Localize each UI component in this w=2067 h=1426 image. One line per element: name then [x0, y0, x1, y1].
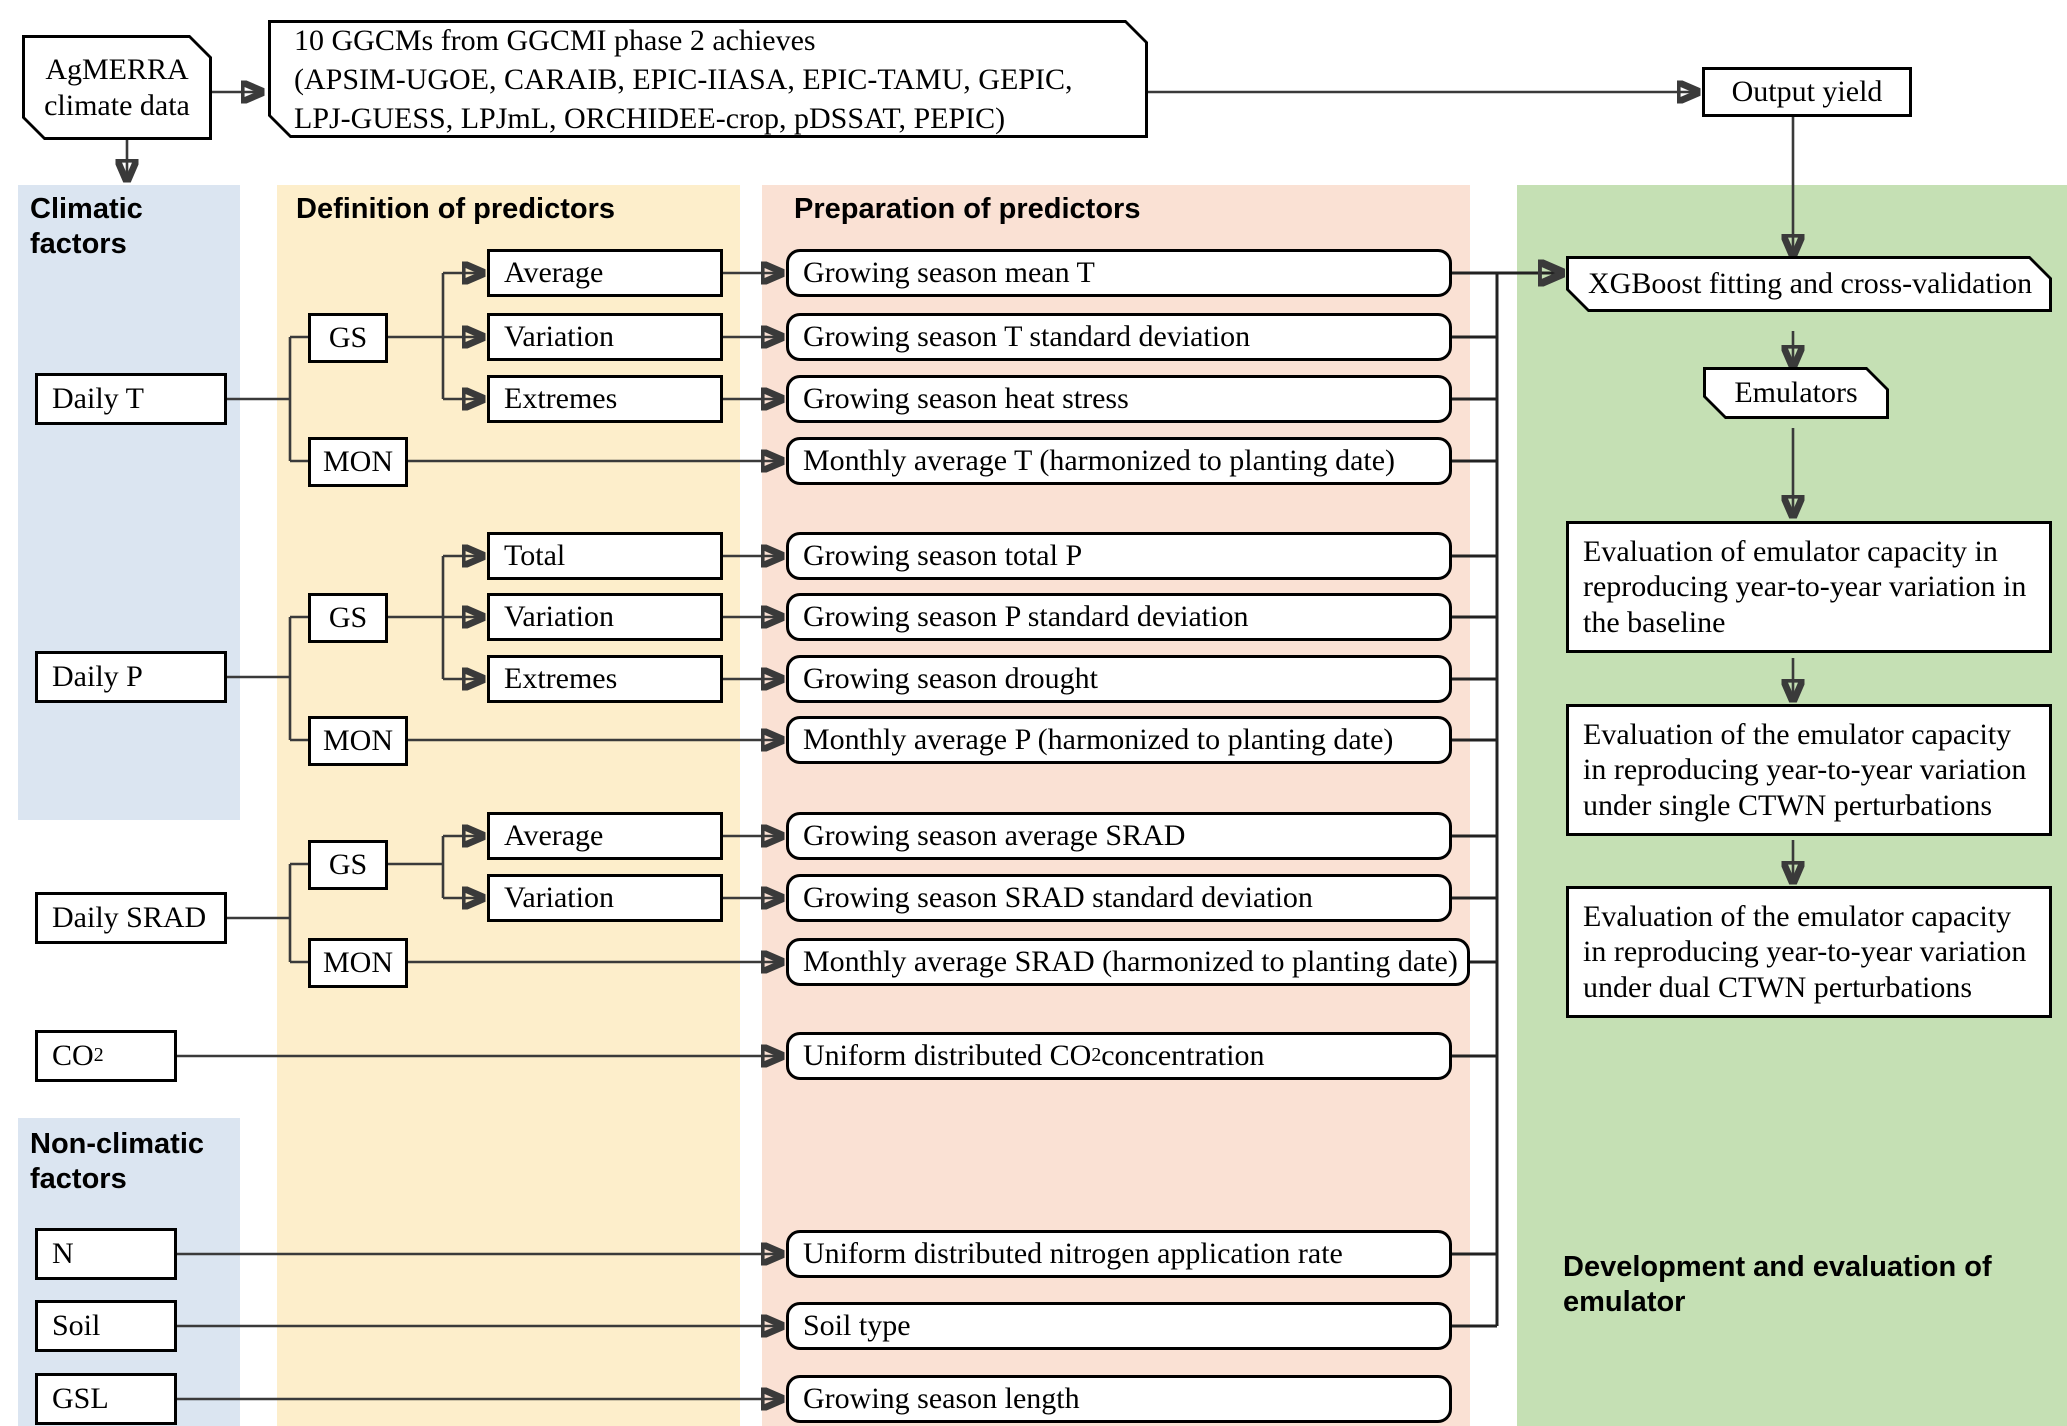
preparation-box-gsl[interactable]: Growing season length	[786, 1375, 1452, 1423]
definition-box-srad-variation[interactable]: Variation	[487, 874, 723, 922]
panel-title-climatic: Climatic factors	[30, 193, 143, 261]
xgboost-label: XGBoost fitting and cross-validation	[1588, 267, 2033, 300]
preparation-box-gs-srad-sd[interactable]: Growing season SRAD standard deviation	[786, 874, 1452, 922]
agmerra-box-face	[25, 38, 209, 137]
output-yield-box[interactable]: Output yield	[1702, 67, 1912, 117]
emulator-box-eval-single-ctwn[interactable]: Evaluation of the emulator capacity in r…	[1566, 704, 2052, 836]
definition-box-p-mon[interactable]: MON	[308, 716, 408, 766]
preparation-box-gs-avg-srad[interactable]: Growing season average SRAD	[786, 812, 1452, 860]
panel-title-definition: Definition of predictors	[296, 193, 615, 225]
preparation-box-gs-drought[interactable]: Growing season drought	[786, 655, 1452, 703]
panel-title-emulator: Development and evaluation of emulator	[1563, 1251, 1992, 1319]
ggcm-box-face	[271, 23, 1145, 135]
preparation-box-mon-t[interactable]: Monthly average T (harmonized to plantin…	[786, 437, 1452, 485]
emulator-box-eval-dual-ctwn[interactable]: Evaluation of the emulator capacity in r…	[1566, 886, 2052, 1018]
co2-base: CO	[52, 1039, 94, 1073]
preparation-box-nitrogen[interactable]: Uniform distributed nitrogen application…	[786, 1230, 1452, 1278]
emulator-box-emulators[interactable]: Emulators	[1703, 367, 1889, 419]
preparation-box-gs-t-sd[interactable]: Growing season T standard deviation	[786, 313, 1452, 361]
factor-box-daily-srad[interactable]: Daily SRAD	[35, 892, 227, 944]
panel-title-preparation: Preparation of predictors	[794, 193, 1141, 225]
definition-box-p-gs[interactable]: GS	[308, 593, 388, 643]
preparation-box-gs-p-sd[interactable]: Growing season P standard deviation	[786, 593, 1452, 641]
definition-box-srad-average[interactable]: Average	[487, 812, 723, 860]
definition-box-t-variation[interactable]: Variation	[487, 313, 723, 361]
definition-box-p-extremes[interactable]: Extremes	[487, 655, 723, 703]
factor-box-daily-p[interactable]: Daily P	[35, 651, 227, 703]
definition-box-t-average[interactable]: Average	[487, 249, 723, 297]
xgboost-box-face	[1569, 259, 2049, 309]
definition-box-t-gs[interactable]: GS	[308, 313, 388, 363]
preparation-box-gs-mean-t[interactable]: Growing season mean T	[786, 249, 1452, 297]
ggcm-models-box[interactable]: 10 GGCMs from GGCMI phase 2 achieves (AP…	[268, 20, 1148, 138]
definition-box-p-variation[interactable]: Variation	[487, 593, 723, 641]
prep-co2-tail: concentration	[1101, 1039, 1265, 1073]
panel-title-nonclimatic: Non-climatic factors	[30, 1128, 205, 1196]
definition-box-p-total[interactable]: Total	[487, 532, 723, 580]
prep-co2-subscript: 2	[1091, 1044, 1102, 1067]
ggcm-label: 10 GGCMs from GGCMI phase 2 achieves (AP…	[294, 23, 1073, 135]
panel-climatic-factors	[18, 185, 240, 820]
preparation-box-mon-p[interactable]: Monthly average P (harmonized to plantin…	[786, 716, 1452, 764]
preparation-box-mon-srad[interactable]: Monthly average SRAD (harmonized to plan…	[786, 938, 1470, 986]
definition-box-srad-gs[interactable]: GS	[308, 840, 388, 890]
preparation-box-soil-type[interactable]: Soil type	[786, 1302, 1452, 1350]
emulator-box-eval-baseline[interactable]: Evaluation of emulator capacity in repro…	[1566, 521, 2052, 653]
emulators-box-face	[1706, 370, 1886, 416]
factor-box-soil[interactable]: Soil	[35, 1300, 177, 1352]
factor-box-daily-t[interactable]: Daily T	[35, 373, 227, 425]
panel-definition-of-predictors	[277, 185, 740, 1426]
factor-box-n[interactable]: N	[35, 1228, 177, 1280]
emulator-box-xgboost[interactable]: XGBoost fitting and cross-validation	[1566, 256, 2052, 312]
definition-box-t-mon[interactable]: MON	[308, 437, 408, 487]
definition-box-t-extremes[interactable]: Extremes	[487, 375, 723, 423]
emulators-label: Emulators	[1734, 376, 1858, 409]
factor-box-gsl[interactable]: GSL	[35, 1373, 177, 1425]
definition-box-srad-mon[interactable]: MON	[308, 938, 408, 988]
preparation-box-gs-total-p[interactable]: Growing season total P	[786, 532, 1452, 580]
agmerra-climate-data-box[interactable]: AgMERRA climate data	[22, 35, 212, 140]
prep-co2-base: Uniform distributed CO	[803, 1039, 1092, 1073]
co2-subscript: 2	[93, 1044, 104, 1067]
agmerra-label: AgMERRA climate data	[44, 52, 190, 122]
preparation-box-gs-heat-stress[interactable]: Growing season heat stress	[786, 375, 1452, 423]
